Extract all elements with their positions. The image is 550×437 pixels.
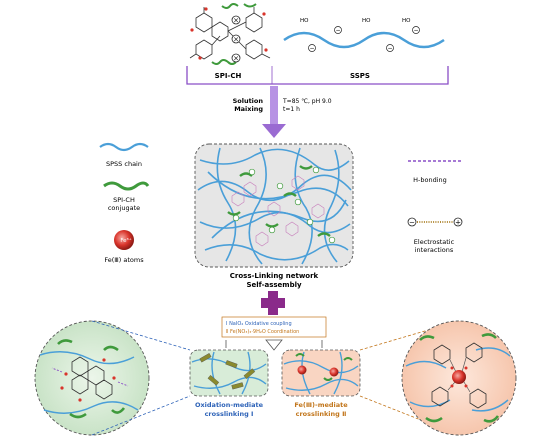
charge-symbol: × [231,15,241,25]
svg-text:+: + [455,219,461,227]
condition-label: T=85 ℃, pH 9.0 [282,98,332,105]
fe-label-2: crosslinking Ⅱ [296,410,347,418]
fe-label: Fe(Ⅲ)-mediate [294,401,348,409]
condition-label: t=1 h [283,106,300,113]
legend-spi-ch-label: SPI-CH [113,196,135,204]
oxidation-label-2: crosslinking Ⅰ [205,410,254,418]
legend-electrostatic-icon: − + [407,217,463,227]
charge-symbol: × [231,53,241,63]
zoom-connector [91,320,191,351]
network-subtitle: Self-assembly [246,281,302,289]
svg-text:−: − [387,45,392,52]
ssps-chain [283,31,445,49]
oxidation-label: Oxidation-mediate [195,401,264,409]
svg-text:×: × [233,36,239,44]
legend-electrostatic-label: Electrostatic [414,238,455,246]
zoom-connector [91,395,191,436]
svg-text:×: × [233,17,239,25]
process-label: Maixing [234,105,263,113]
route-split-arrow [225,340,323,348]
spi-ch-molecule [189,3,271,65]
negative-charge: − [308,44,316,52]
svg-text:−: − [335,27,340,34]
negative-charge: − [412,26,420,34]
svg-text:−: − [413,27,418,34]
negative-charge: − [386,44,394,52]
fe-zoom-circle [401,320,517,436]
legend-spss-label: SPSS chain [106,160,142,168]
fe-crosslinking-panel [281,349,361,397]
network-title: Cross-Linking network [230,272,319,280]
svg-text:−: − [409,219,415,227]
spi-ch-label: SPI-CH [215,72,242,80]
plus-icon [261,291,285,315]
legend-fe-icon [114,230,134,250]
legend-fe-symbol: Fe³⁺ [120,237,131,244]
process-label: Solution [233,97,264,105]
svg-text:×: × [233,55,239,63]
route-1-label: Ⅰ NaIO₄ Oxidative coupling [226,321,292,327]
negative-charge: − [334,26,342,34]
mixing-arrow [262,86,286,138]
route-box [221,316,327,338]
legend-spss-chain-icon [99,142,149,152]
ho-label: HO [300,18,309,24]
legend-conjugate-label: conjugate [108,204,140,212]
charge-symbol: × [231,34,241,44]
ho-label: HO [362,18,371,24]
route-arrow-head [265,339,283,351]
zoom-connector [359,395,460,436]
oxidation-crosslinking-panel [189,349,269,397]
top-bracket [186,66,449,85]
crosslinking-network-panel [194,143,354,268]
route-2-label: Ⅱ Fe(NO₃)₃·9H₂O Coordination [226,329,299,335]
ssps-label: SSPS [350,72,370,80]
ho-label: HO [402,18,411,24]
legend-hbond-label: H-bonding [413,176,447,184]
legend-spi-ch-icon [103,181,150,191]
oxidation-zoom-circle [34,320,150,436]
legend-interactions-label: interactions [415,246,454,254]
legend-fe-label: Fe(Ⅲ) atoms [104,256,144,264]
svg-text:−: − [309,45,314,52]
